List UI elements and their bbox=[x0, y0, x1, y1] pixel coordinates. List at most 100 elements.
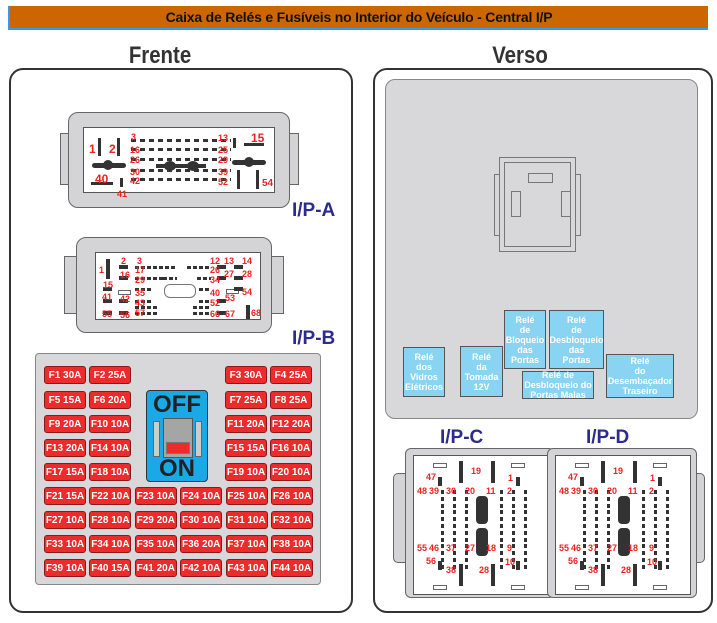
pin-label: 30 bbox=[446, 486, 457, 496]
pin bbox=[476, 528, 488, 556]
fuse[interactable]: F11 20A bbox=[225, 415, 267, 433]
pin bbox=[441, 544, 444, 549]
fuse[interactable]: F23 10A bbox=[134, 487, 177, 505]
pin-label: 9 bbox=[507, 543, 513, 553]
pin bbox=[512, 551, 515, 556]
fuse[interactable]: F5 15A bbox=[44, 391, 86, 409]
pin-label: 38 bbox=[446, 565, 457, 575]
connector-ear bbox=[270, 256, 284, 314]
fuse[interactable]: F20 10A bbox=[270, 463, 312, 481]
pin bbox=[465, 510, 468, 515]
pin bbox=[583, 558, 586, 562]
pin bbox=[607, 551, 610, 556]
fuse[interactable]: F29 20A bbox=[134, 511, 177, 529]
pin bbox=[465, 524, 468, 528]
pin-label: 15 bbox=[251, 131, 265, 145]
fuse[interactable]: F30 10A bbox=[180, 511, 223, 529]
pin-label: 19 bbox=[613, 466, 624, 476]
pin-label: 29 bbox=[135, 275, 146, 285]
fuse[interactable]: F12 20A bbox=[270, 415, 312, 433]
pin bbox=[607, 496, 610, 501]
pin-label: 40 bbox=[95, 172, 109, 186]
fuse[interactable]: F37 10A bbox=[225, 535, 268, 553]
fuse[interactable]: F22 10A bbox=[89, 487, 132, 505]
fuse[interactable]: F44 10A bbox=[271, 559, 313, 577]
fuse[interactable]: F35 10A bbox=[134, 535, 177, 553]
relay-desbloqueio-portas: Relé de Desbloqueio das Portas bbox=[549, 310, 604, 369]
fuse[interactable]: F42 10A bbox=[180, 559, 223, 577]
fuse[interactable]: F24 10A bbox=[180, 487, 223, 505]
fuse[interactable]: F8 25A bbox=[270, 391, 312, 409]
pin bbox=[595, 551, 598, 556]
fuse[interactable]: F4 25A bbox=[270, 366, 312, 384]
fuse[interactable]: F33 10A bbox=[44, 535, 86, 553]
fuse[interactable]: F17 15A bbox=[44, 463, 86, 481]
fuse[interactable]: F26 10A bbox=[271, 487, 313, 505]
fuse[interactable]: F32 10A bbox=[271, 511, 313, 529]
pin-grid bbox=[103, 262, 263, 318]
fuse[interactable]: F25 10A bbox=[225, 487, 268, 505]
fuse[interactable]: F9 20A bbox=[44, 415, 86, 433]
pin-label: 1 bbox=[650, 473, 656, 483]
fuse[interactable]: F2 25A bbox=[89, 366, 131, 384]
fuse[interactable]: F16 10A bbox=[270, 439, 312, 457]
pin bbox=[512, 503, 515, 508]
pin bbox=[595, 558, 598, 562]
fuse[interactable]: F7 25A bbox=[225, 391, 267, 409]
pin bbox=[120, 178, 123, 187]
fuse[interactable]: F39 10A bbox=[44, 559, 86, 577]
fuse[interactable]: F28 10A bbox=[89, 511, 132, 529]
fuse[interactable]: F27 10A bbox=[44, 511, 86, 529]
fuse[interactable]: F40 15A bbox=[89, 559, 132, 577]
pin bbox=[465, 564, 468, 569]
pin-label: 47 bbox=[426, 472, 437, 482]
fuse[interactable]: F3 30A bbox=[225, 366, 267, 384]
connector-label-ipa: I/P-A bbox=[292, 200, 336, 221]
pin bbox=[476, 496, 488, 524]
fuse[interactable]: F41 20A bbox=[134, 559, 177, 577]
fuse[interactable]: F13 20A bbox=[44, 439, 86, 457]
pin bbox=[465, 558, 468, 562]
main-switch[interactable]: OFF ON bbox=[146, 390, 208, 482]
switch-rail bbox=[195, 421, 202, 457]
fuse[interactable]: F18 10A bbox=[89, 463, 131, 481]
fuse[interactable]: F15 15A bbox=[225, 439, 267, 457]
pin bbox=[524, 564, 527, 569]
fuse[interactable]: F6 20A bbox=[89, 391, 131, 409]
fuse[interactable]: F1 30A bbox=[44, 366, 86, 384]
pin bbox=[500, 551, 503, 556]
fuse[interactable]: F34 10A bbox=[89, 535, 132, 553]
fuse[interactable]: F14 10A bbox=[89, 439, 131, 457]
pin bbox=[465, 490, 468, 494]
pin bbox=[512, 510, 515, 515]
pin-label: 13 bbox=[218, 133, 229, 143]
fuse[interactable]: F38 10A bbox=[271, 535, 313, 553]
relay-bloqueio-portas: Relé de Bloqueio das Portas bbox=[504, 310, 546, 369]
pin bbox=[654, 517, 657, 522]
pin-label: 53 bbox=[225, 293, 236, 303]
socket-terminal bbox=[511, 191, 521, 217]
pin bbox=[642, 551, 645, 556]
pin bbox=[453, 510, 456, 515]
fuse[interactable]: F21 15A bbox=[44, 487, 86, 505]
switch-indicator bbox=[166, 442, 190, 454]
fuse[interactable]: F36 20A bbox=[180, 535, 223, 553]
pin bbox=[441, 530, 444, 535]
fuse[interactable]: F43 10A bbox=[225, 559, 268, 577]
pin-label: 52 bbox=[218, 177, 229, 187]
pin-label: 48 bbox=[559, 486, 570, 496]
fuse[interactable]: F31 10A bbox=[225, 511, 268, 529]
fuse[interactable]: F10 10A bbox=[89, 415, 131, 433]
pin bbox=[512, 558, 515, 562]
pin-label: 10 bbox=[505, 557, 516, 567]
pin-slot bbox=[226, 289, 239, 294]
pin-label: 26 bbox=[130, 155, 141, 165]
fuse[interactable]: F19 10A bbox=[225, 463, 267, 481]
pin bbox=[607, 564, 610, 569]
pin bbox=[595, 490, 598, 494]
pin bbox=[654, 537, 657, 542]
pin-label: 37 bbox=[446, 543, 457, 553]
pin bbox=[618, 496, 630, 524]
pin bbox=[98, 138, 101, 156]
pin bbox=[595, 503, 598, 508]
